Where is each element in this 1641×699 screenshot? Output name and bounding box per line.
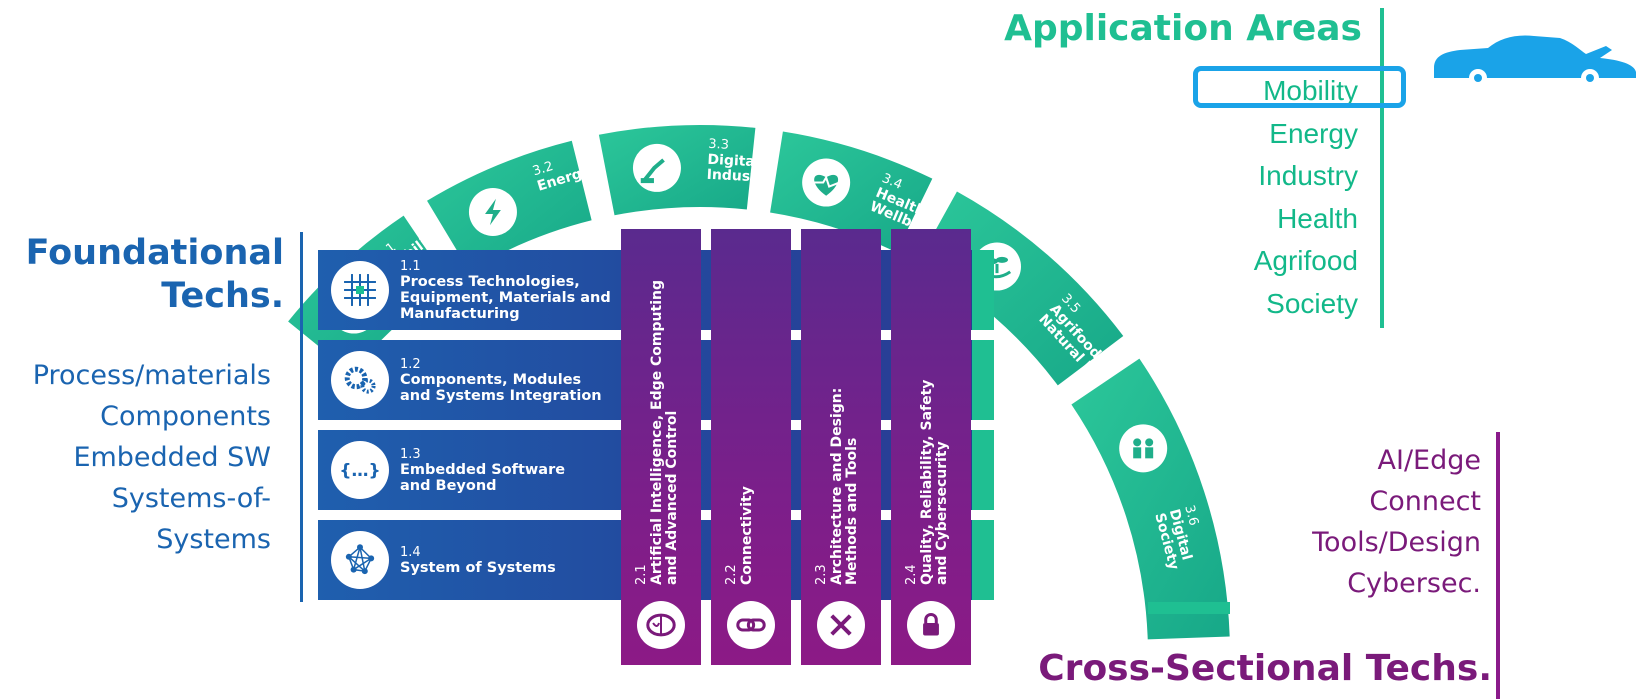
cross-sectional-item: Cybersec. bbox=[1347, 568, 1481, 599]
column-label: Architecture and Design: bbox=[829, 388, 845, 585]
column-label: Methods and Tools bbox=[844, 438, 860, 585]
column-number: 2.2 bbox=[724, 564, 739, 585]
arc-segment-number: 3.6 bbox=[1181, 504, 1201, 528]
robot-arm-icon bbox=[632, 143, 681, 192]
arc-segment-label: Industry bbox=[706, 167, 773, 186]
application-area-item: Health bbox=[1277, 202, 1358, 234]
row-label: and Beyond bbox=[400, 478, 497, 494]
foundational-divider bbox=[300, 232, 303, 602]
row-number: 1.3 bbox=[400, 447, 421, 462]
column-label: Artificial Intelligence, Edge Computing bbox=[649, 280, 665, 585]
arc-segment-label: Digital bbox=[707, 152, 760, 171]
svg-text:{…}: {…} bbox=[339, 461, 380, 481]
column-number: 2.4 bbox=[904, 564, 919, 585]
foundational-techs-title: Foundational Techs. bbox=[0, 232, 284, 318]
row-label: and Systems Integration bbox=[400, 388, 602, 404]
foundational-title-line: Techs. bbox=[161, 276, 284, 316]
heart-pulse-icon bbox=[802, 158, 851, 207]
arc-segment-number: 3.4 bbox=[880, 171, 905, 193]
code-braces-icon: {…} bbox=[331, 441, 389, 499]
foundational-item: Process/materials bbox=[32, 360, 271, 391]
lock-icon bbox=[907, 601, 955, 649]
column-label: and Cybersecurity bbox=[934, 441, 950, 585]
car-icon bbox=[1434, 35, 1636, 86]
foundational-item: Systems-of-Systems bbox=[111, 483, 271, 555]
application-area-item: Society bbox=[1266, 287, 1358, 319]
cross-sectional-list: AI/Edge Connect Tools/Design Cybersec. bbox=[1312, 440, 1481, 604]
row-label: Process Technologies, bbox=[400, 274, 580, 290]
application-area-item: Agrifood bbox=[1253, 245, 1358, 276]
row-label: Embedded Software bbox=[400, 462, 565, 478]
row-label: System of Systems bbox=[400, 560, 556, 576]
brain-icon bbox=[637, 601, 685, 649]
column-label: Connectivity bbox=[739, 486, 755, 585]
arc-base bbox=[1148, 602, 1230, 614]
application-areas-title: Application Areas bbox=[1004, 8, 1362, 49]
foundational-list: Process/materials Components Embedded SW… bbox=[0, 355, 271, 560]
lightning-icon bbox=[468, 187, 517, 236]
row-number: 1.1 bbox=[400, 259, 421, 274]
row-label: Manufacturing bbox=[400, 306, 520, 322]
process-grid-icon bbox=[331, 261, 389, 319]
foundational-title-line: Foundational bbox=[25, 233, 284, 273]
cross-sectional-item: Connect bbox=[1369, 486, 1481, 517]
application-areas-list: Mobility Energy Industry Health Agrifood… bbox=[1254, 70, 1358, 325]
foundational-item: Components bbox=[100, 401, 271, 432]
application-area-item: Mobility bbox=[1263, 75, 1358, 106]
application-area-item: Industry bbox=[1258, 160, 1358, 191]
row-label: Equipment, Materials and bbox=[400, 290, 611, 306]
cross-sectional-item: Tools/Design bbox=[1312, 527, 1481, 558]
cross-sectional-item: AI/Edge bbox=[1377, 445, 1481, 476]
row-number: 1.2 bbox=[400, 357, 421, 372]
tools-icon bbox=[817, 601, 865, 649]
network-icon bbox=[331, 531, 389, 589]
row-label: Components, Modules bbox=[400, 372, 581, 388]
cross-sectional-title: Cross-Sectional Techs. bbox=[1038, 648, 1492, 689]
application-area-item: Energy bbox=[1269, 117, 1358, 149]
link-icon bbox=[727, 601, 775, 649]
foundational-item: Embedded SW bbox=[73, 442, 271, 473]
row-number: 1.4 bbox=[400, 545, 421, 560]
arc-segment-number: 3.2 bbox=[531, 159, 555, 179]
column-number: 2.3 bbox=[814, 564, 829, 585]
column-label: Quality, Reliability, Safety bbox=[919, 380, 935, 585]
column-number: 2.1 bbox=[634, 564, 649, 585]
column-label: and Advanced Control bbox=[664, 411, 680, 585]
arc-segment-number: 3.3 bbox=[708, 137, 729, 153]
application-areas-divider bbox=[1380, 8, 1384, 328]
cross-sectional-divider bbox=[1496, 432, 1500, 699]
people-icon bbox=[1119, 424, 1168, 473]
mobility-highlight-box bbox=[1193, 66, 1406, 108]
gears-icon bbox=[331, 351, 389, 409]
